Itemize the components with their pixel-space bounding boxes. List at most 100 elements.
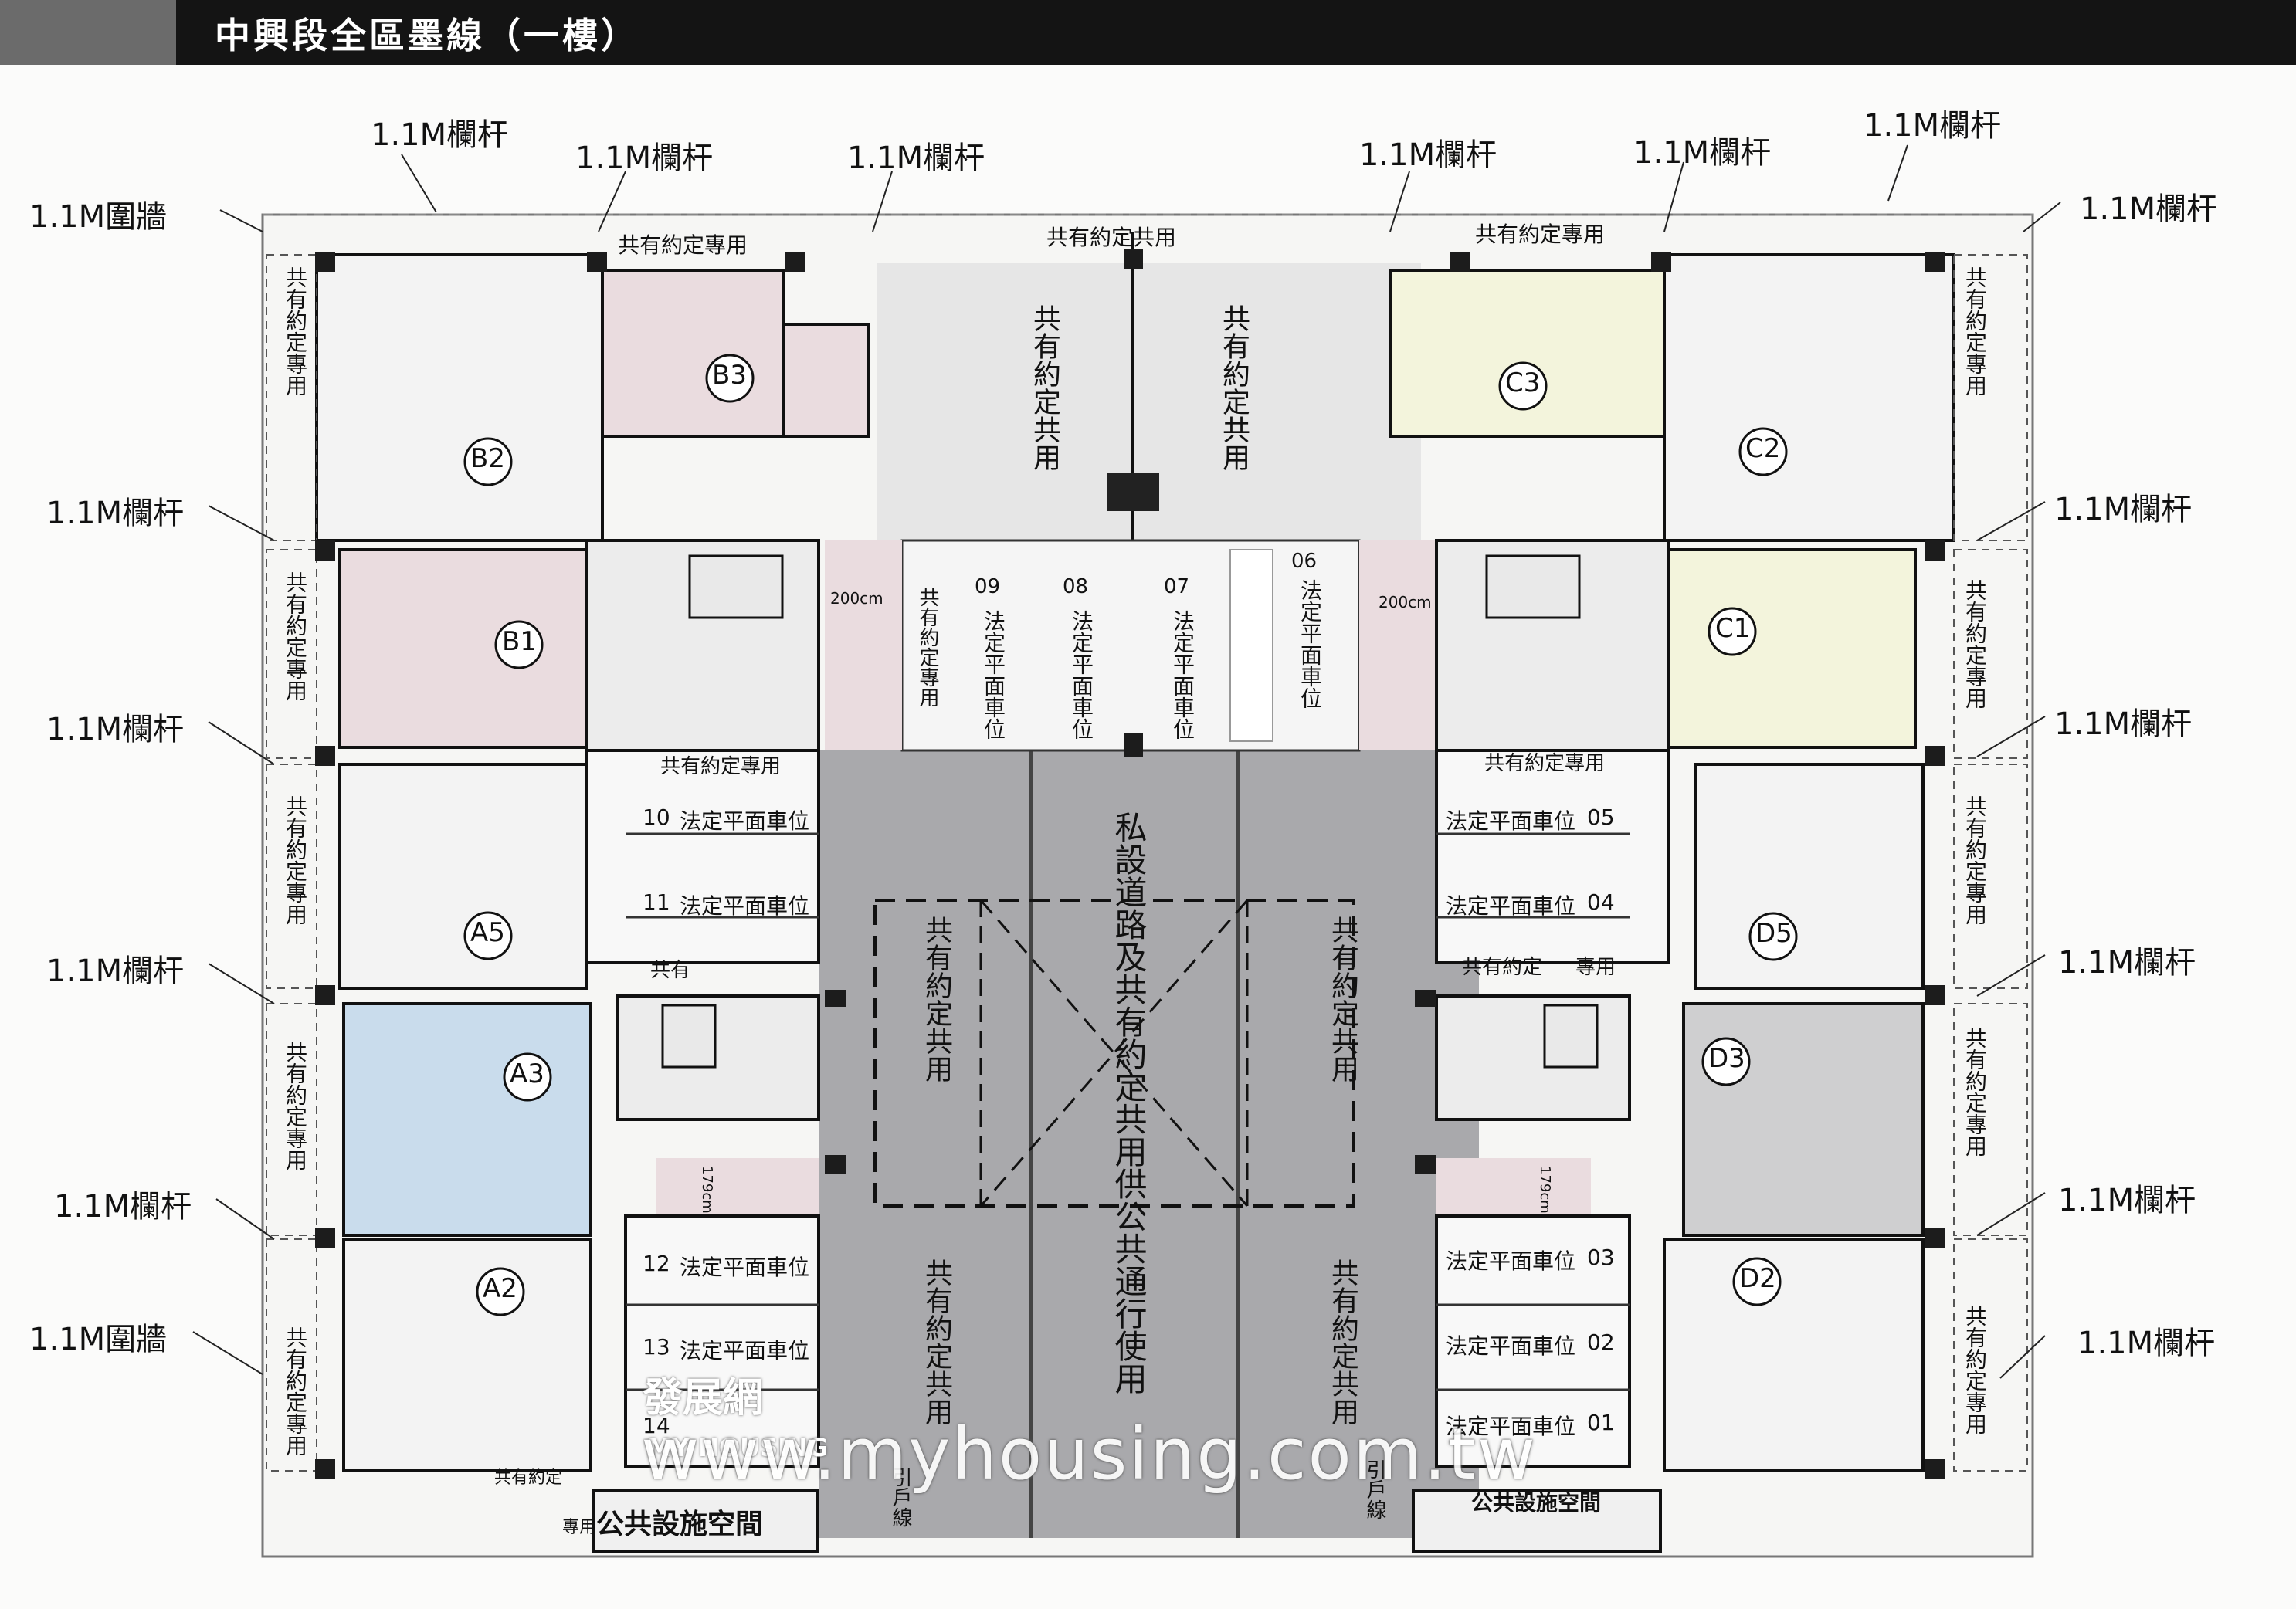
- unit-label: D5: [1755, 918, 1792, 949]
- railing-label: 1.1M欄杆: [847, 141, 985, 176]
- parking-number: 13: [643, 1334, 670, 1360]
- public-facility-label: 公共設施空間: [1471, 1490, 1602, 1516]
- unit-d2-area: [1663, 1238, 1925, 1472]
- zone-label: 共有約定專用: [618, 232, 748, 258]
- parking-number: 07: [1164, 575, 1190, 598]
- railing-label: 1.1M欄杆: [46, 954, 185, 989]
- unit-a2-marker: [476, 1267, 525, 1316]
- wall-label: 1.1M圍牆: [29, 199, 168, 235]
- zone-label: 共有約定共用: [921, 1258, 952, 1425]
- zone-label: 共有約定專用: [283, 795, 308, 925]
- zone-label: 共有約定: [494, 1468, 563, 1488]
- zone-label: 共有約定專用: [283, 1326, 308, 1456]
- header-bar: 中興段全區墨線（一樓）: [0, 0, 2296, 65]
- unit-label: C3: [1505, 368, 1541, 398]
- parking-number: 08: [1063, 575, 1089, 598]
- railing-label: 1.1M欄杆: [46, 712, 185, 747]
- unit-label: A2: [483, 1273, 517, 1304]
- unit-c1-area: [1636, 548, 1917, 749]
- unit-label: B2: [470, 443, 505, 474]
- dimension-label: 200cm: [1379, 593, 1432, 611]
- unit-c3-area: [1389, 269, 1666, 438]
- unit-b2-marker: [463, 437, 513, 486]
- zone-label: 共有約定專用: [283, 571, 308, 701]
- zone-label: 共有約定專用: [283, 1041, 308, 1170]
- unit-a5-area: [338, 763, 588, 990]
- unit-label: C1: [1715, 613, 1751, 644]
- parking-number: 06: [1291, 550, 1318, 573]
- parking-label: 法定平面車位: [680, 1338, 810, 1363]
- railing-label: 1.1M欄杆: [1633, 135, 1772, 171]
- railing-label: 1.1M欄杆: [1359, 137, 1497, 173]
- zone-label: 共有約定共用: [1218, 304, 1250, 471]
- watermark-logo-sub: MY HOUSING: [647, 1433, 829, 1462]
- unit-a3-marker: [503, 1052, 552, 1102]
- public-facility-label: 公共設施空間: [596, 1509, 764, 1540]
- zone-label: 共有約定專用: [1475, 222, 1606, 247]
- wall-label: 1.1M圍牆: [29, 1322, 168, 1357]
- parking-number: 11: [643, 889, 670, 915]
- zone-label: 共有約定共用: [921, 916, 952, 1082]
- zone-label: 共有約定共用: [1029, 304, 1060, 471]
- railing-label: 1.1M欄杆: [2058, 945, 2196, 981]
- parking-number: 14: [643, 1413, 670, 1438]
- unit-c1-marker: [1708, 607, 1757, 656]
- railing-label: 1.1M欄杆: [1864, 108, 2002, 144]
- parking-label: 法定平面車位: [1446, 893, 1576, 919]
- unit-a2-area: [342, 1238, 592, 1472]
- zone-label: 共有: [650, 959, 691, 982]
- watermark-logo: 發展網: [643, 1374, 764, 1421]
- road-area: [819, 750, 1479, 1538]
- railing-label: 1.1M欄杆: [2080, 191, 2218, 227]
- zone-label: 共有約定專用: [916, 587, 939, 707]
- unit-b1-area: [338, 548, 612, 749]
- header-accent: [0, 0, 176, 65]
- unit-label: B1: [502, 626, 537, 657]
- zone-label: 共有約定共用: [1046, 225, 1177, 250]
- zone-label: 共有約定專用: [1962, 579, 1988, 709]
- parking-number: 12: [643, 1251, 670, 1276]
- parking-label: 法定平面車位: [680, 1255, 810, 1280]
- unit-c3-marker: [1498, 361, 1548, 411]
- unit-d3-marker: [1701, 1037, 1751, 1086]
- railing-label: 1.1M欄杆: [2054, 492, 2193, 527]
- parking-label: 法定平面車位: [1446, 1414, 1576, 1439]
- zone-label: 共有約定專用: [1962, 795, 1988, 925]
- zone-label: 共有約定: [1462, 956, 1543, 979]
- zone-label: 共有約定共用: [1327, 1258, 1358, 1425]
- parking-label: 法定平面車位: [680, 893, 810, 919]
- parking-number: 04: [1587, 889, 1615, 915]
- parking-label: 法定平面車位: [981, 610, 1006, 740]
- unit-label: C2: [1745, 433, 1781, 464]
- unit-d5-marker: [1748, 912, 1798, 961]
- unit-b3-area: [597, 269, 785, 438]
- parking-number: 05: [1587, 804, 1615, 830]
- road-label: 私設道路及共有約定共用供公共通行使用: [1110, 811, 1148, 1394]
- unit-d2-marker: [1732, 1257, 1782, 1306]
- unit-c2-area: [1663, 253, 1955, 542]
- zone-label: 共有約定專用: [1962, 1305, 1988, 1435]
- dimension-label: 179cm: [1537, 1166, 1553, 1214]
- railing-label: 1.1M欄杆: [54, 1189, 192, 1225]
- parking-label: 法定平面車位: [680, 808, 810, 834]
- unit-c2-marker: [1738, 427, 1788, 476]
- parking-label: 法定平面車位: [1170, 610, 1195, 740]
- parking-number: 01: [1587, 1410, 1615, 1435]
- railing-label: 1.1M欄杆: [371, 117, 509, 153]
- parking-label: 法定平面車位: [1069, 610, 1094, 740]
- zone-label: 專用: [1575, 956, 1616, 979]
- parking-label: 法定平面車位: [1446, 808, 1576, 834]
- parking-number: 02: [1587, 1330, 1615, 1355]
- railing-label: 1.1M欄杆: [46, 496, 185, 531]
- parking-number: 03: [1587, 1245, 1615, 1270]
- zone-label: 專用: [562, 1518, 597, 1537]
- zone-label: 共有約定專用: [1962, 266, 1988, 396]
- zone-label: 共有約定共用: [1327, 916, 1358, 1082]
- parking-label: 法定平面車位: [1297, 579, 1323, 709]
- zone-label: 共有約定專用: [1484, 752, 1606, 775]
- unit-a3-area: [342, 1002, 592, 1237]
- unit-label: D3: [1708, 1043, 1745, 1074]
- watermark-url: www.myhousing.com.tw: [641, 1413, 1537, 1496]
- unit-label: D2: [1739, 1263, 1776, 1294]
- parking-label: 法定平面車位: [1446, 1333, 1576, 1359]
